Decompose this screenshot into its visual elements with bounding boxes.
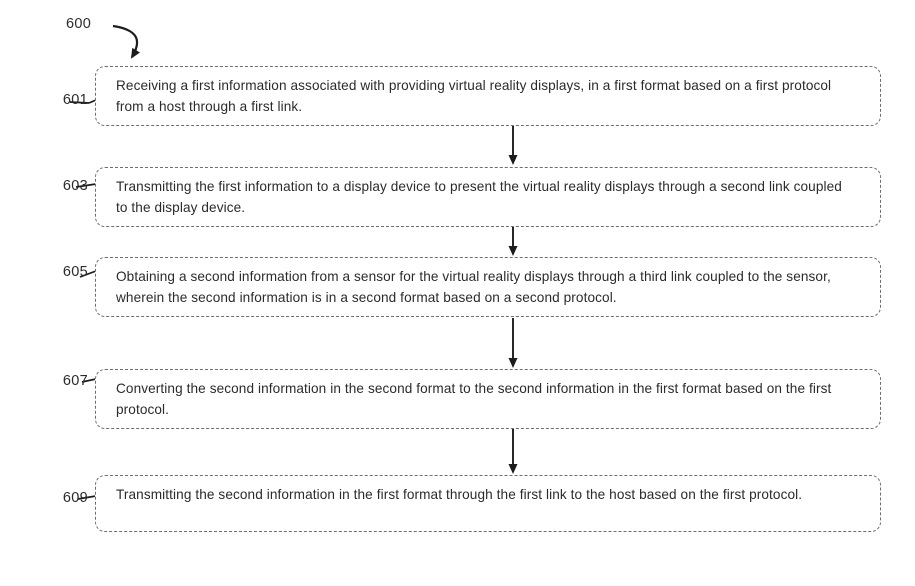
flow-step-text-603: Transmitting the first information to a … [116,179,842,216]
flow-step-text-609: Transmitting the second information in t… [116,487,803,502]
figure-reference-label: 600 [66,16,92,32]
step-ref-603: 603 [62,178,88,194]
flow-step-text-607: Converting the second information in the… [116,381,832,418]
step-ref-609: 609 [62,490,88,506]
flow-step-box-609: Transmitting the second information in t… [95,475,881,532]
flow-step-box-605: Obtaining a second information from a se… [95,257,881,318]
step-ref-605: 605 [62,264,88,280]
flow-step-box-607: Converting the second information in the… [95,369,881,430]
flow-step-text-601: Receiving a first information associated… [116,78,832,115]
flow-step-box-601: Receiving a first information associated… [95,66,881,127]
flow-step-text-605: Obtaining a second information from a se… [116,269,831,306]
flow-step-box-603: Transmitting the first information to a … [95,167,881,228]
step-ref-601: 601 [62,92,88,108]
step-ref-607: 607 [62,373,88,389]
figure-reference-curved-arrow [112,24,140,59]
